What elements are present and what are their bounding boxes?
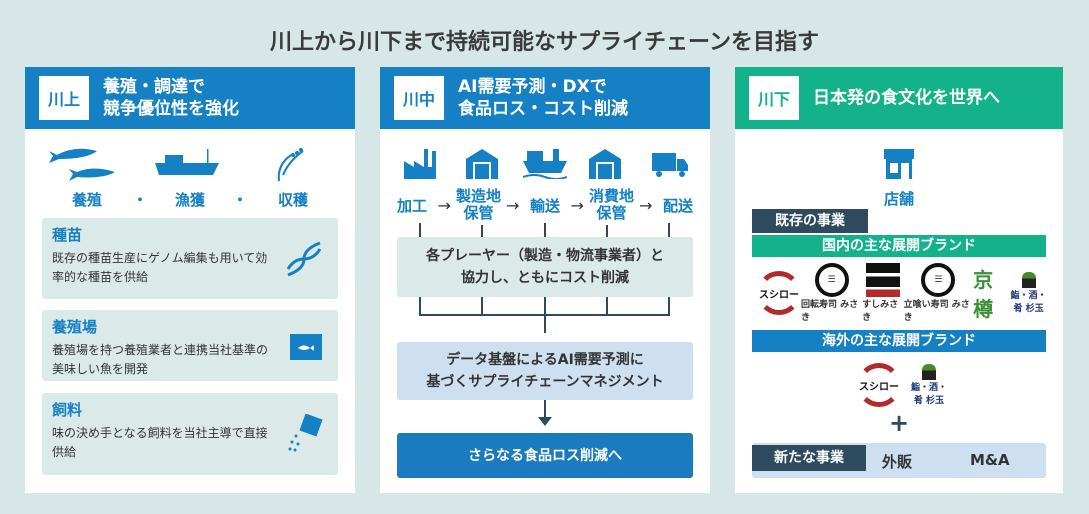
- downstream-column: 川下 日本発の食文化を世界へ 店舗 既存の事業 国内の主な展開ブランド スシロー…: [735, 67, 1063, 493]
- data-text-1: データ基盤によるAI需要予測に: [446, 352, 644, 368]
- brand-text: 立喰い寿司 みさき: [903, 300, 970, 323]
- arrow-icon: →: [570, 195, 584, 215]
- brand-logo-tachigui-misaki: ☰立喰い寿司 みさき: [904, 263, 973, 323]
- data-text-2: 基づくサプライチェーンマネジメント: [426, 374, 664, 390]
- overseas-brand-logos: スシロー 鮨・酒・肴 杉玉: [857, 363, 949, 407]
- store-label: 店舗: [883, 190, 914, 208]
- card-text: 養殖場を持つ養殖業者と連携当社基準の美味しい魚を開発: [52, 343, 269, 376]
- activity-fishing: 漁獲: [174, 191, 205, 209]
- data-platform-box: データ基盤によるAI需要予測に基づくサプライチェーンマネジメント: [397, 342, 693, 400]
- brand-text: すしみさき: [862, 300, 899, 323]
- connector: [544, 400, 546, 420]
- fish-tank-icon: [290, 333, 322, 360]
- brand-logo-sushi-misaki: すしみさき: [862, 263, 904, 323]
- overseas-brands-bar: 海外の主な展開ブランド: [752, 330, 1046, 352]
- card-title: 種苗: [52, 226, 83, 244]
- arrow-icon: →: [437, 195, 451, 215]
- factory-icon: [404, 149, 436, 179]
- new-business-tag: 新たな事業: [752, 445, 866, 471]
- warehouse-icon: [466, 149, 498, 179]
- brand-logo-sushiro: スシロー: [757, 271, 801, 315]
- downstream-header: 川下 日本発の食文化を世界へ: [735, 67, 1063, 129]
- arrow-down-icon: [538, 417, 552, 426]
- warehouse-icon: [589, 149, 621, 179]
- card-feed: 飼料 味の決め手となる飼料を当社主導で直接供給: [42, 393, 338, 475]
- midstream-header: 川中 AI需要予測・DXで食品ロス・コスト削減: [380, 67, 710, 129]
- connector-bar: [419, 314, 670, 316]
- players-box: 各プレーヤー（製造・物流事業者）と協力し、ともにコスト削減: [397, 237, 693, 297]
- domestic-brand-logos: スシロー ☰回転寿司 みさき すしみさき ☰立喰い寿司 みさき 京樽 鮨・酒・肴…: [757, 263, 1047, 323]
- result-box: さらなる食品ロス削減へ: [397, 433, 693, 478]
- fish-icon: [49, 148, 115, 181]
- upstream-header: 川上 養殖・調達で競争優位性を強化: [25, 67, 355, 129]
- midstream-column: 川中 AI需要予測・DXで食品ロス・コスト削減 加工 → 製造地 保管 → 輸送…: [380, 67, 710, 493]
- step-production-storage: 製造地 保管: [455, 187, 501, 222]
- process-flow: 加工 → 製造地 保管 → 輸送 → 消費地 保管 → 配送: [390, 187, 700, 223]
- dna-icon: [286, 241, 322, 276]
- m-and-a: M&A: [970, 451, 1010, 469]
- activity-harvest: 収穫: [277, 191, 308, 209]
- store-icon: [884, 149, 914, 179]
- brand-text: スシロー: [857, 363, 901, 407]
- players-text-1: 各プレーヤー（製造・物流事業者）と: [426, 248, 664, 264]
- activity-aquaculture: 養殖: [71, 191, 102, 209]
- separator-dot: ・: [232, 191, 248, 209]
- brand-text: 回転寿司 みさき: [801, 300, 859, 323]
- arrow-icon: →: [639, 195, 653, 215]
- brand-text: 鮨・酒・肴 杉玉: [910, 383, 947, 406]
- step-delivery: 配送: [662, 196, 693, 215]
- card-title: 養殖場: [52, 318, 98, 336]
- card-text: 味の決め手となる飼料を当社主導で直接供給: [52, 426, 268, 459]
- downstream-heading: 日本発の食文化を世界へ: [813, 88, 1000, 108]
- brand-logo-sugidama: 鮨・酒・肴 杉玉: [1010, 272, 1047, 314]
- new-business-row: 新たな事業 外販 M&A: [752, 443, 1046, 478]
- midstream-heading-1: AI需要予測・DXで: [458, 77, 607, 97]
- step-processing: 加工: [396, 196, 427, 215]
- brand-logo-kyotaru: 京樽: [973, 268, 994, 321]
- cargo-ship-icon: [523, 149, 567, 179]
- card-farm: 養殖場 養殖場を持つ養殖業者と連携当社基準の美味しい魚を開発: [42, 310, 338, 381]
- players-text-2: 協力し、ともにコスト削減: [461, 270, 629, 286]
- arrow-icon: →: [506, 195, 520, 215]
- brand-logo-sushiro: スシロー: [857, 363, 901, 407]
- domestic-brands-bar: 国内の主な展開ブランド: [752, 235, 1046, 257]
- midstream-tag: 川中: [394, 76, 444, 120]
- brand-text: スシロー: [757, 271, 801, 315]
- brand-text: 鮨・酒・肴 杉玉: [1010, 291, 1047, 314]
- page-title: 川上から川下まで持続可能なサプライチェーンを目指す: [270, 30, 819, 55]
- truck-icon: [652, 153, 688, 177]
- upstream-heading-2: 競争優位性を強化: [103, 99, 239, 119]
- separator-dot: ・: [132, 191, 148, 209]
- upstream-column: 川上 養殖・調達で競争優位性を強化 養殖 ・ 漁獲 ・ 収穫 種苗 既存の種苗生…: [25, 67, 355, 493]
- card-seedlings: 種苗 既存の種苗生産にゲノム編集も用いて効率的な種苗を供給: [42, 218, 338, 299]
- card-title: 飼料: [52, 401, 83, 419]
- midstream-heading-2: 食品ロス・コスト削減: [458, 99, 628, 119]
- external-sales: 外販: [882, 453, 913, 471]
- ship-icon: [155, 149, 219, 175]
- step-consumption-storage: 消費地 保管: [588, 187, 634, 222]
- upstream-heading-1: 養殖・調達で: [103, 77, 205, 97]
- card-text: 既存の種苗生産にゲノム編集も用いて効率的な種苗を供給: [52, 251, 268, 284]
- brand-logo-sugidama: 鮨・酒・肴 杉玉: [909, 364, 949, 406]
- step-transport: 輸送: [529, 196, 560, 215]
- brand-logo-misaki: ☰回転寿司 みさき: [801, 263, 862, 323]
- plus-icon: +: [889, 409, 910, 437]
- upstream-tag: 川上: [39, 76, 89, 120]
- feed-icon: [288, 414, 323, 452]
- existing-business-tag: 既存の事業: [752, 209, 868, 233]
- downstream-tag: 川下: [749, 76, 799, 120]
- rice-plant-icon: [277, 148, 304, 182]
